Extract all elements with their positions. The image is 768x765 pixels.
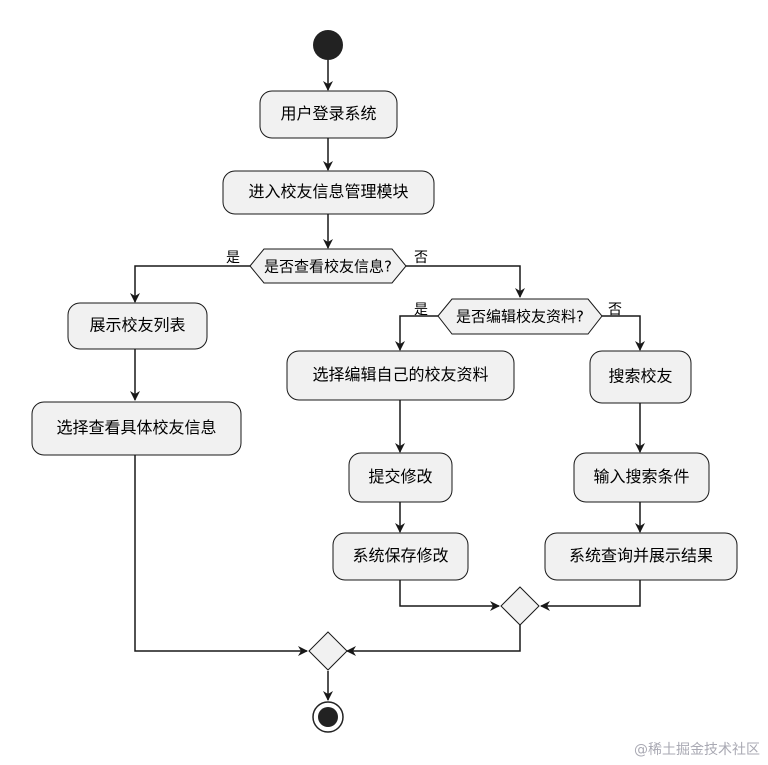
svg-text:用户登录系统: 用户登录系统: [280, 104, 376, 123]
edge-query-merge: [540, 580, 641, 611]
svg-text:是否编辑校友资料?: 是否编辑校友资料?: [456, 308, 584, 326]
node-search: 搜索校友: [589, 350, 692, 404]
svg-text:是否查看校友信息?: 是否查看校友信息?: [264, 258, 392, 276]
svg-text:系统查询并展示结果: 系统查询并展示结果: [569, 546, 713, 565]
svg-text:选择编辑自己的校友资料: 选择编辑自己的校友资料: [312, 365, 488, 384]
edge-save-merge: [399, 580, 500, 611]
edge-edit-yes: [395, 315, 438, 351]
svg-text:进入校友信息管理模块: 进入校友信息管理模块: [248, 182, 408, 201]
svg-text:提交修改: 提交修改: [368, 467, 432, 486]
node-submit: 提交修改: [348, 452, 453, 503]
node-select-edit: 选择编辑自己的校友资料: [286, 350, 515, 401]
decision-view-info: 是否查看校友信息?: [249, 248, 407, 284]
edge-edit-no: [602, 315, 645, 351]
start-node: [313, 30, 343, 60]
svg-text:系统保存修改: 系统保存修改: [352, 546, 448, 565]
svg-text:展示校友列表: 展示校友列表: [89, 316, 185, 335]
branch-label-view-no: 否: [414, 250, 428, 266]
edge-view-yes: [130, 265, 250, 303]
merge-node-main: [308, 631, 348, 671]
node-select-view: 选择查看具体校友信息: [31, 401, 242, 456]
node-login: 用户登录系统: [259, 90, 398, 139]
edge-select-merge: [134, 455, 308, 656]
node-query-show: 系统查询并展示结果: [544, 532, 738, 581]
edge-view-no: [406, 265, 525, 298]
edge-merge-merge: [346, 625, 521, 656]
node-enter-module: 进入校友信息管理模块: [222, 170, 435, 215]
node-save: 系统保存修改: [332, 532, 469, 581]
node-input-search: 输入搜索条件: [573, 452, 710, 503]
merge-node-right: [500, 586, 540, 626]
watermark: @稀土掘金技术社区: [634, 742, 760, 758]
svg-text:选择查看具体校友信息: 选择查看具体校友信息: [56, 418, 216, 437]
end-node: [312, 701, 344, 733]
branch-label-view-yes: 是: [226, 250, 240, 266]
decision-edit-profile: 是否编辑校友资料?: [437, 298, 603, 335]
branch-label-edit-yes: 是: [414, 302, 428, 318]
node-show-list: 展示校友列表: [67, 302, 208, 350]
svg-text:输入搜索条件: 输入搜索条件: [593, 467, 689, 486]
branch-label-edit-no: 否: [608, 302, 622, 318]
svg-text:搜索校友: 搜索校友: [608, 367, 672, 386]
